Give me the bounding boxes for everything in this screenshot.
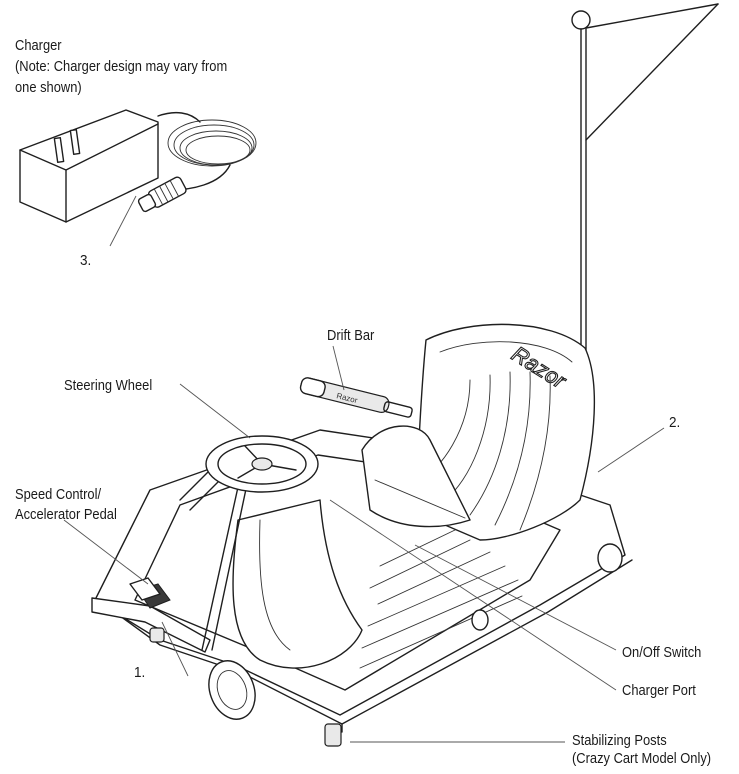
- drift-cart-icon: [91, 323, 633, 747]
- leader-drift-bar: [332, 345, 345, 391]
- label-stabilizing-posts-line1: Stabilizing Posts: [572, 732, 667, 749]
- label-speed-control-line1: Speed Control/: [15, 486, 102, 503]
- charger-title: Charger: [15, 37, 62, 54]
- flag-icon: [571, 3, 719, 353]
- leader-callout-1: [161, 621, 189, 677]
- leader-on-off: [414, 544, 617, 651]
- leader-callout-2: [597, 427, 665, 473]
- leader-speed-control: [63, 519, 149, 585]
- leader-steering-wheel: [179, 383, 251, 439]
- charger-note-line2: one shown): [15, 79, 82, 96]
- label-steering-wheel: Steering Wheel: [64, 377, 153, 394]
- label-charger-port: Charger Port: [622, 682, 696, 699]
- callout-3: 3.: [80, 252, 92, 269]
- label-drift-bar: Drift Bar: [327, 327, 375, 344]
- label-on-off-switch: On/Off Switch: [622, 644, 702, 661]
- label-stabilizing-posts-line2: (Crazy Cart Model Only): [572, 750, 712, 767]
- callout-1: 1.: [134, 664, 146, 681]
- charger-note-line1: (Note: Charger design may vary from: [15, 58, 228, 75]
- charger-icon: [19, 109, 257, 247]
- label-speed-control-line2: Accelerator Pedal: [15, 506, 117, 523]
- callout-2: 2.: [669, 414, 681, 431]
- leader-charger-port: [329, 499, 617, 691]
